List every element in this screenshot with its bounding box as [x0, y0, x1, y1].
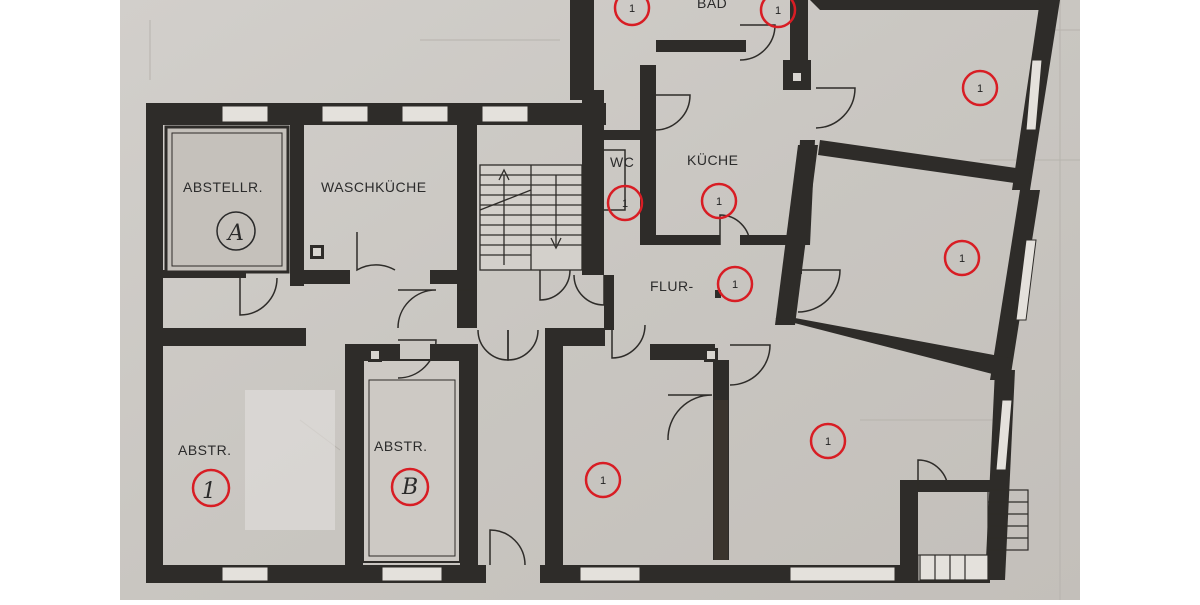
red-circle-marker-room-right	[943, 239, 981, 277]
marker-label-bad: 1	[775, 5, 781, 17]
abstr-mid-inner-line	[368, 379, 456, 557]
dark-divider	[714, 400, 728, 560]
marker-label-top-left: 1	[629, 3, 635, 15]
hand-mark-abstr-left: 1	[202, 479, 216, 504]
staircase	[479, 164, 583, 271]
label-abstr-mid: ABSTR.	[374, 438, 428, 454]
marker-label-room-bottom-right: 1	[825, 436, 831, 448]
abstr-mid-box	[362, 359, 461, 563]
exterior-stair	[919, 489, 1029, 581]
red-circles-handwritten	[191, 467, 430, 508]
chimney-holes	[313, 73, 801, 359]
label-waschkueche: WASCHKÜCHE	[321, 178, 427, 195]
hand-mark-abstr-mid: B	[401, 475, 418, 500]
marker-label-room-right: 1	[959, 253, 965, 265]
red-circle-marker-room-bottom-center	[584, 461, 622, 499]
red-circle-marker-room-top-right	[961, 69, 999, 107]
abstellraum-box	[164, 125, 290, 274]
red-circle-marker-kueche	[700, 182, 738, 220]
glare-patch	[245, 390, 335, 530]
red-circle-marker-room-bottom-right	[809, 422, 847, 460]
label-abstr-left: ABSTR.	[178, 442, 232, 458]
marker-label-flur: 1	[732, 279, 738, 291]
label-bad: BAD	[697, 0, 727, 11]
red-circle-abstr-left	[191, 468, 231, 508]
marker-label-wc: 1	[622, 198, 628, 210]
hand-circle-abstellraum	[216, 211, 256, 251]
circle-markers: 1 1 1 1 1 1 1 1 1	[584, 0, 999, 499]
red-circle-marker-flur	[716, 265, 754, 303]
red-circle-abstr-mid	[390, 467, 430, 507]
red-circle-marker-bad	[759, 0, 797, 29]
label-flur: FLUR-	[650, 278, 694, 294]
handwritten-marks: A 1 B	[202, 211, 418, 504]
marker-label-kueche: 1	[716, 196, 722, 208]
marker-label-room-top-right: 1	[977, 83, 983, 95]
red-circle-marker-top-left	[613, 0, 651, 27]
label-wc: WC	[610, 154, 634, 170]
door-swings	[239, 24, 949, 566]
marker-label-room-bottom-center: 1	[600, 475, 606, 487]
abstellraum-inner-line	[171, 132, 283, 267]
red-circle-marker-wc	[606, 184, 644, 222]
label-kueche: KÜCHE	[687, 151, 739, 168]
windows	[221, 59, 1043, 582]
label-abstellraum: ABSTELLR.	[183, 179, 263, 195]
hand-mark-abstellraum: A	[226, 221, 244, 246]
